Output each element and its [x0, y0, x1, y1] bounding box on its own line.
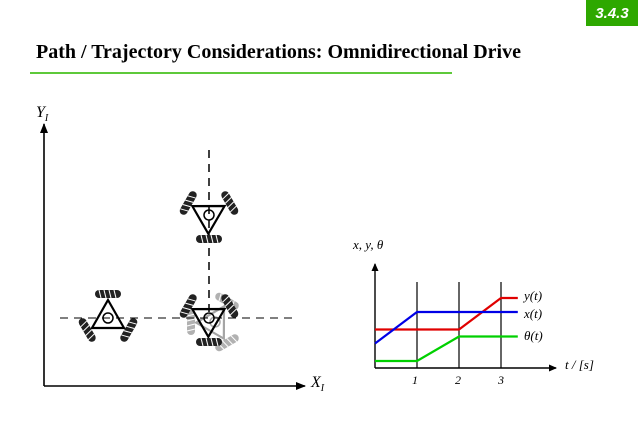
series-line-x: [374, 310, 518, 345]
series-label-y: y(t): [524, 288, 543, 303]
section-number-badge: 3.4.3: [586, 0, 638, 26]
robot-rotating-ghost-icon: [174, 281, 257, 361]
trajectory-chart: [371, 263, 557, 372]
robot-end-icon: [170, 173, 250, 256]
chart-tick-label-2: 2: [455, 373, 461, 387]
robot-turned-icon: [170, 276, 250, 359]
world-y-axis-label: YI: [36, 104, 49, 125]
chart-tick-label-3: 3: [498, 373, 504, 387]
chart-tick-label-1: 1: [412, 373, 418, 387]
series-label-x: x(t): [524, 306, 543, 321]
page-title: Path / Trajectory Considerations: Omnidi…: [36, 41, 521, 63]
series-label-theta: θ(t): [524, 328, 543, 343]
series-line-theta: [375, 335, 518, 363]
robot-start-icon: [76, 288, 140, 345]
chart-x-axis-label: t / [s]: [565, 357, 594, 372]
title-underline: [30, 72, 452, 74]
world-x-axis-label: XI: [311, 374, 325, 395]
series-line-y: [375, 296, 518, 331]
chart-y-axis-label: x, y, θ: [353, 237, 384, 252]
